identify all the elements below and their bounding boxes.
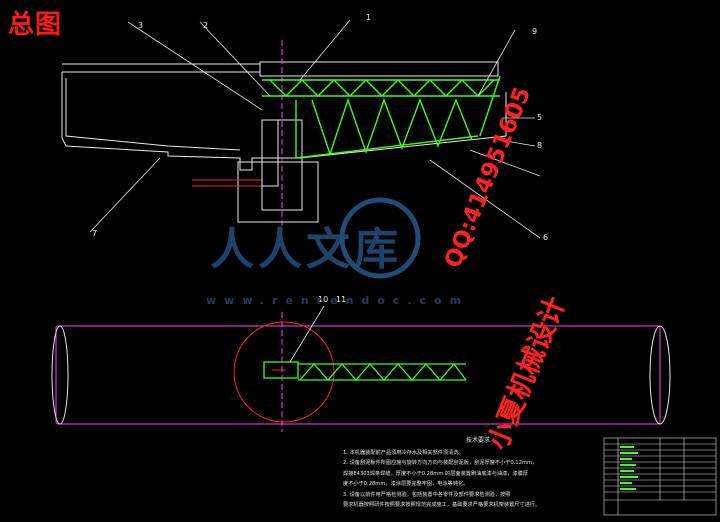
drawing-title: 总图 [8,10,63,40]
tank-inner [65,78,241,151]
callout-leaders [89,19,541,239]
title-block [603,437,717,516]
callout-6: 6 [543,233,548,242]
technical-notes: 技术要求 1. 本机器装配前产品须用冷存水及相关部件须清洗。 2. 设备刮泥板件… [343,436,613,511]
callout-labels: 1 2 3 5 6 7 8 9 10 11 [92,13,548,304]
callout-10: 10 [318,295,328,304]
callout-5: 5 [537,113,542,122]
callout-2: 2 [203,21,208,30]
plan-tank [55,325,661,425]
callout-11: 11 [336,295,346,304]
watermark-url: www.renrendoc.com [206,294,470,307]
callout-8: 8 [537,141,542,150]
elevation-view [61,40,507,230]
truss-structure [262,75,501,159]
note-line: 2. 设备刮泥板件所图应施与旋转方向方向与装配刮泥板，刮泥厚度不小于0.12mm… [343,460,538,466]
drive-unit [263,361,299,379]
callout-3: 3 [138,21,143,30]
callout-7: 7 [92,229,97,238]
note-line: 要求机器按照研件按照要求按照规范完成施工，基础要求严格要求机架装置尺寸进行。 [343,502,541,508]
note-line: 3. 设备以前件用严格检测验，包括装置中各零件及部件要求检测验，按照 [343,491,511,498]
tank-outline [61,72,507,171]
title-block-green-cells [620,446,638,490]
watermark-text: 人人文库 [210,224,402,275]
plan-ellipse-end [649,325,671,425]
plan-view [51,305,671,432]
note-line: 度不小于0.28mm，漆涂层要完整牢固，电泳等钝化。 [343,481,469,487]
note-line: 焊接E4303焊条焊缝，厚度不小于0.28mm 的层面装置刷油底漆与油漆，漆膜厚 [343,470,529,477]
central-well-circle [233,321,335,423]
callout-1: 1 [366,13,371,22]
plan-truss-arm [298,362,467,381]
notes-title: 技术要求 [465,437,490,444]
top-bridge [259,61,499,77]
inlet-pipe [192,119,279,187]
note-line: 1. 本机器装配前产品须用冷存水及相关部件须清洗。 [343,449,464,456]
watermark-logo-icon [339,197,421,279]
callout-9: 9 [532,27,537,36]
